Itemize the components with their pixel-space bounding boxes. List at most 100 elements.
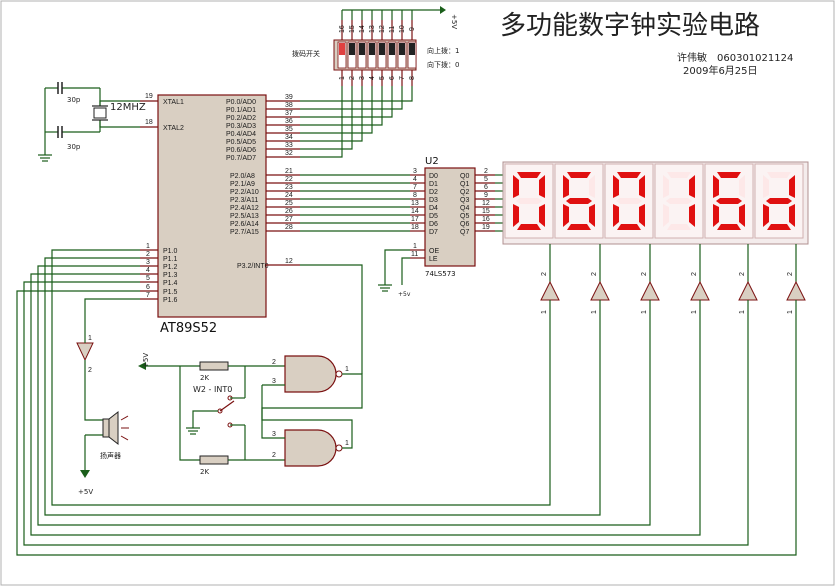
digit-buffer-5: 21	[738, 244, 758, 314]
int0-switch[interactable]	[186, 366, 246, 460]
vcc-top-label: +5V	[450, 14, 458, 29]
latch-vcc: +5v	[398, 291, 411, 298]
segment-b	[789, 175, 795, 198]
svg-text:P1.2: P1.2	[163, 264, 178, 271]
segment-c	[739, 204, 745, 227]
svg-text:16: 16	[482, 216, 490, 223]
mcu-port0-pins: P0.0/AD0 P0.1/AD1 P0.2/AD2 P0.3/AD3 P0.4…	[226, 94, 300, 162]
svg-text:18: 18	[145, 119, 153, 126]
svg-text:22: 22	[285, 176, 293, 183]
segment-b	[589, 175, 595, 198]
svg-text:2: 2	[88, 367, 92, 374]
int-vcc-label: +5V	[142, 353, 150, 368]
svg-text:P1.5: P1.5	[163, 289, 178, 296]
buffer-pin-in: 1	[591, 310, 598, 314]
svg-text:7: 7	[399, 76, 406, 80]
svg-text:D5: D5	[429, 213, 438, 220]
dip-pin-numbers: 16 15 14 13 12 11 10 9 1 2 3 4 5 6 7 8	[339, 25, 416, 80]
svg-text:Q0: Q0	[460, 173, 469, 180]
svg-text:2: 2	[484, 168, 488, 175]
segment-d	[717, 224, 741, 230]
mcu-body[interactable]	[157, 94, 267, 318]
svg-text:5: 5	[146, 275, 150, 282]
svg-text:1: 1	[146, 243, 150, 250]
svg-text:9: 9	[409, 27, 416, 31]
segment-a	[667, 172, 691, 178]
svg-text:P0.6/AD6: P0.6/AD6	[226, 147, 256, 154]
svg-text:D2: D2	[429, 189, 438, 196]
svg-text:7: 7	[146, 292, 150, 299]
segment-e	[513, 204, 519, 227]
buffer-pin-in: 1	[787, 310, 794, 314]
svg-text:P2.6/A14: P2.6/A14	[230, 221, 259, 228]
segment-d	[567, 224, 591, 230]
svg-text:P1.0: P1.0	[163, 248, 178, 255]
svg-text:38: 38	[285, 102, 293, 109]
digit-1	[504, 163, 554, 239]
digit-2	[554, 163, 604, 239]
buzzer-wire	[84, 298, 140, 335]
dip-legend-down: 向下拨：0	[427, 60, 459, 69]
segment-f	[613, 175, 619, 198]
port0-bus	[300, 86, 413, 158]
svg-text:13: 13	[411, 200, 419, 207]
svg-text:3: 3	[146, 259, 150, 266]
author: 许伟敏	[677, 51, 707, 64]
svg-text:P2.2/A10: P2.2/A10	[230, 189, 259, 196]
svg-text:4: 4	[146, 267, 150, 274]
segment-a	[717, 172, 741, 178]
svg-text:8: 8	[413, 192, 417, 199]
svg-text:OE: OE	[429, 248, 439, 255]
segment-g	[666, 198, 692, 204]
svg-text:P2.1/A9: P2.1/A9	[230, 181, 255, 188]
nand-gate-1[interactable]	[284, 355, 343, 393]
svg-text:D4: D4	[429, 205, 438, 212]
segment-g	[616, 198, 642, 204]
svg-text:23: 23	[285, 184, 293, 191]
mcu-name: AT89S52	[160, 321, 217, 336]
segment-e	[763, 204, 769, 227]
svg-text:P1.4: P1.4	[163, 280, 178, 287]
nand-gate-2[interactable]	[284, 429, 343, 467]
buffer-pin-out: 2	[787, 272, 794, 276]
oscillator-circuit[interactable]	[38, 82, 140, 162]
segment-e	[713, 204, 719, 227]
digit-4	[654, 163, 704, 239]
svg-text:17: 17	[411, 216, 419, 223]
latch-body[interactable]	[424, 167, 476, 267]
dip-switch[interactable]	[333, 6, 446, 86]
segment-b	[639, 175, 645, 198]
svg-text:LE: LE	[429, 256, 438, 263]
svg-text:P2.3/A11: P2.3/A11	[230, 197, 258, 204]
segment-e	[563, 204, 569, 227]
segment-g	[566, 198, 592, 204]
dip-legend-up: 向上拨：1	[427, 46, 459, 55]
svg-text:12: 12	[285, 258, 293, 265]
svg-text:XTAL1: XTAL1	[163, 99, 184, 106]
crystal-label: 12MHZ	[110, 102, 146, 113]
svg-text:39: 39	[285, 94, 293, 101]
digit-select-wires	[16, 249, 797, 556]
digit-buffer-1: 21	[540, 244, 560, 314]
svg-text:8: 8	[409, 76, 416, 80]
svg-text:16: 16	[339, 25, 346, 33]
svg-text:P2.7/A15: P2.7/A15	[230, 229, 259, 236]
segment-c	[689, 204, 695, 227]
port2-bus	[300, 174, 410, 232]
svg-text:Q7: Q7	[460, 229, 469, 236]
segment-f	[713, 175, 719, 198]
svg-text:1: 1	[88, 335, 92, 342]
resistor-2-label: 2K	[200, 468, 209, 476]
svg-text:3: 3	[272, 378, 276, 385]
svg-text:1: 1	[339, 76, 346, 80]
svg-text:Q1: Q1	[460, 181, 469, 188]
svg-text:4: 4	[413, 176, 417, 183]
mcu-port2-pins: P2.0/A8 P2.1/A9 P2.2/A10 P2.3/A11 P2.4/A…	[230, 168, 300, 236]
svg-text:Q5: Q5	[460, 213, 469, 220]
segment-c	[789, 204, 795, 227]
svg-text:P1.1: P1.1	[163, 256, 178, 263]
svg-text:P2.5/A13: P2.5/A13	[230, 213, 259, 220]
svg-text:7: 7	[413, 184, 417, 191]
